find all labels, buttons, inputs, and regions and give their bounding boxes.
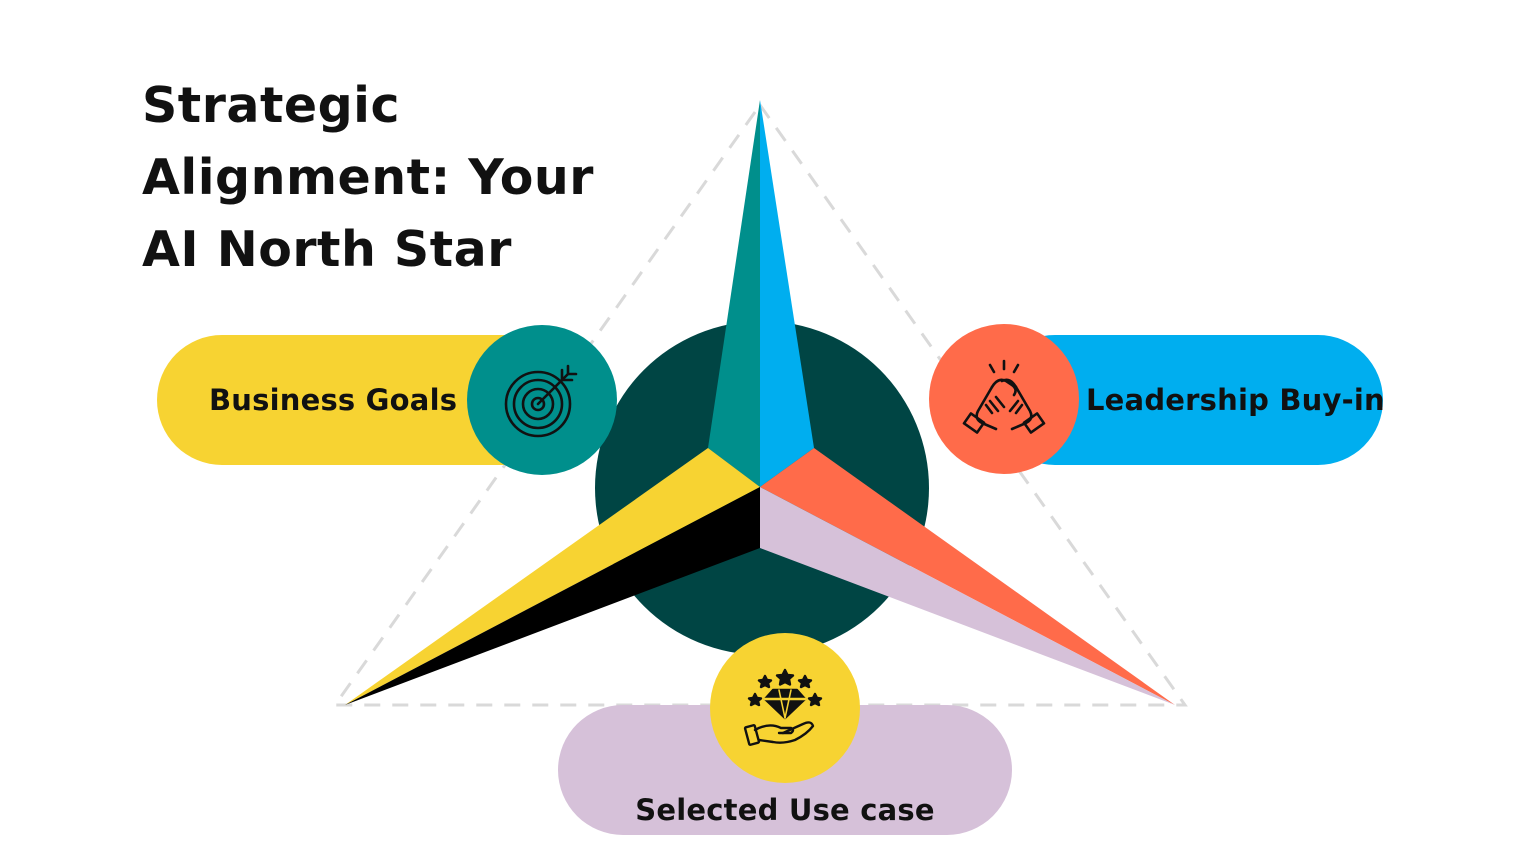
star-point-left-upper — [345, 448, 760, 705]
leadership-badge — [929, 324, 1079, 474]
use-case-badge — [710, 633, 860, 783]
leadership-label: Leadership Buy-in — [1086, 383, 1385, 417]
star-point-right-upper — [760, 448, 1175, 705]
star-point-top-left — [708, 100, 760, 487]
title-line-3: AI North Star — [142, 221, 512, 278]
handshake-icon — [962, 359, 1046, 434]
business-goals-label: Business Goals — [209, 383, 458, 417]
target-icon — [504, 364, 578, 438]
title-line-1: Strategic — [142, 77, 401, 134]
title-line-2: Alignment: Your — [142, 149, 594, 206]
star-point-left-lower — [345, 487, 760, 705]
star-point-right-lower — [760, 487, 1175, 705]
page-title: Strategic Alignment: Your AI North Star — [142, 70, 602, 286]
star-point-top-right — [760, 100, 814, 487]
business-goals-badge — [467, 325, 617, 475]
use-case-label: Selected Use case — [635, 793, 935, 827]
diamond-hand-icon — [743, 668, 823, 746]
